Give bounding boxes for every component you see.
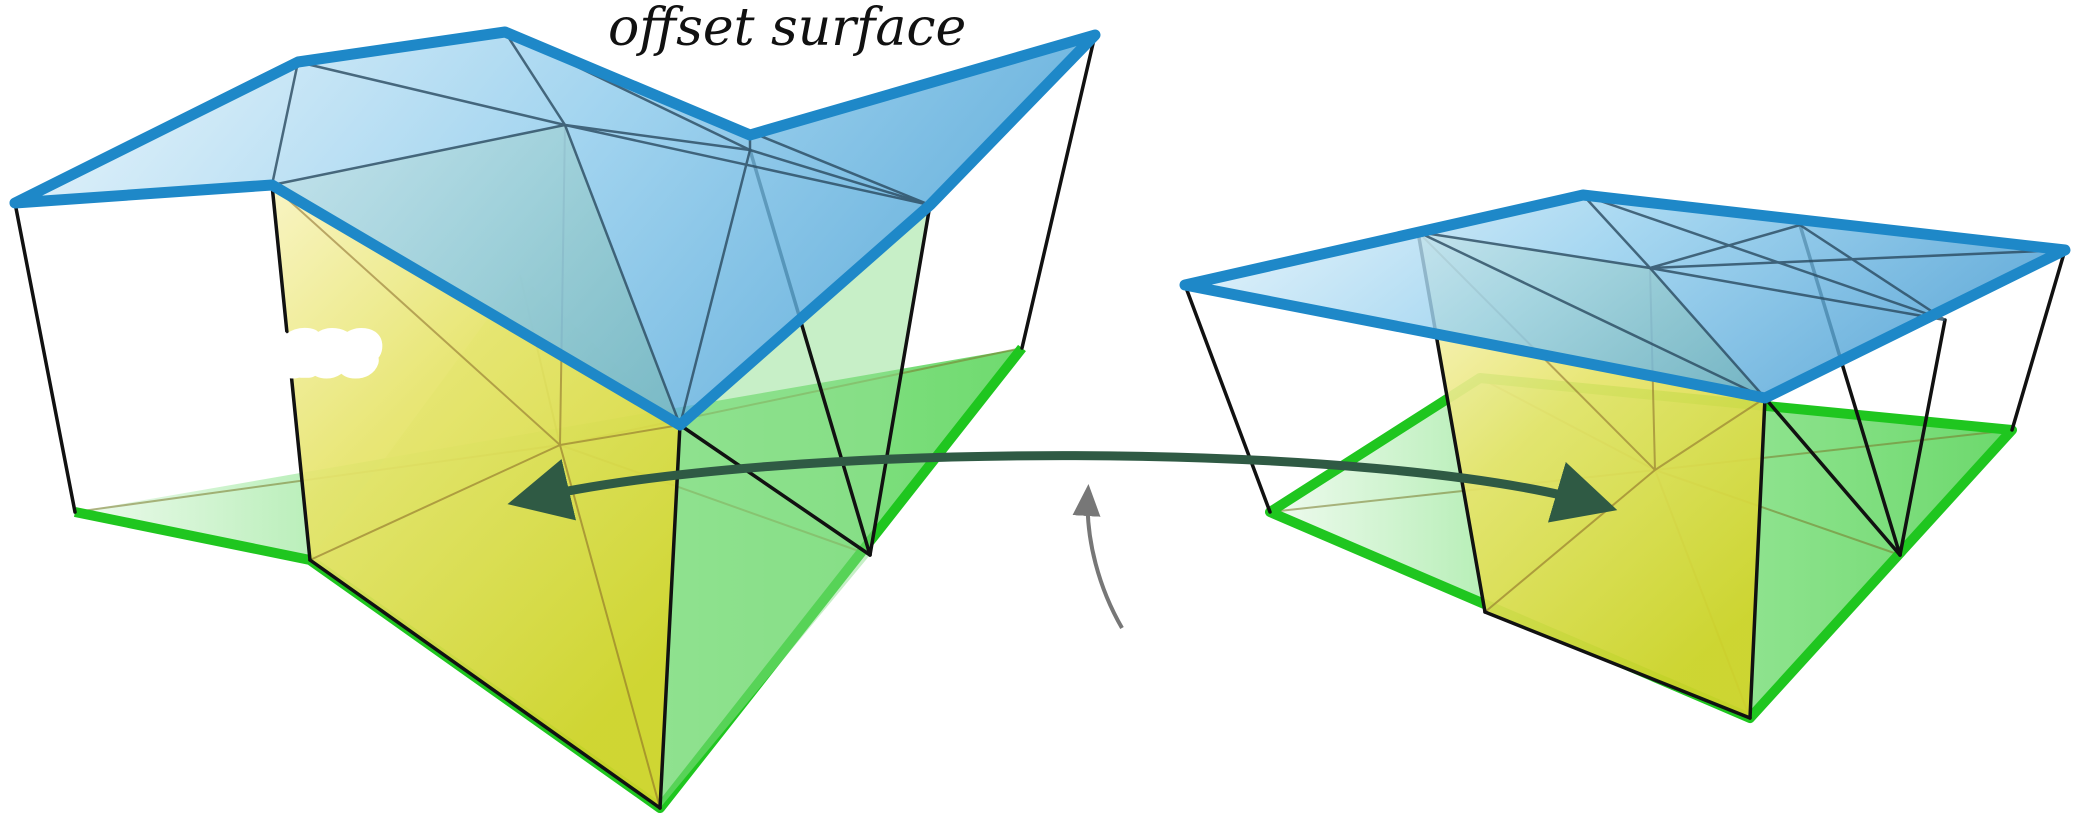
right-shell bbox=[1179, 189, 2071, 723]
shell-map-pointer bbox=[1072, 484, 1124, 630]
left-offset-surface bbox=[9, 26, 1101, 431]
offset-surface-label: offset surface bbox=[608, 0, 966, 58]
shell-map-arrow bbox=[507, 451, 1618, 523]
shell-space-label: shell space bbox=[82, 320, 374, 380]
base-surface-label: base surface bbox=[68, 633, 401, 693]
right-offset-surface bbox=[1179, 189, 2071, 404]
texture-space-label: texture space bbox=[1515, 733, 1873, 793]
shell-map-label: shell map bbox=[1017, 646, 1271, 706]
